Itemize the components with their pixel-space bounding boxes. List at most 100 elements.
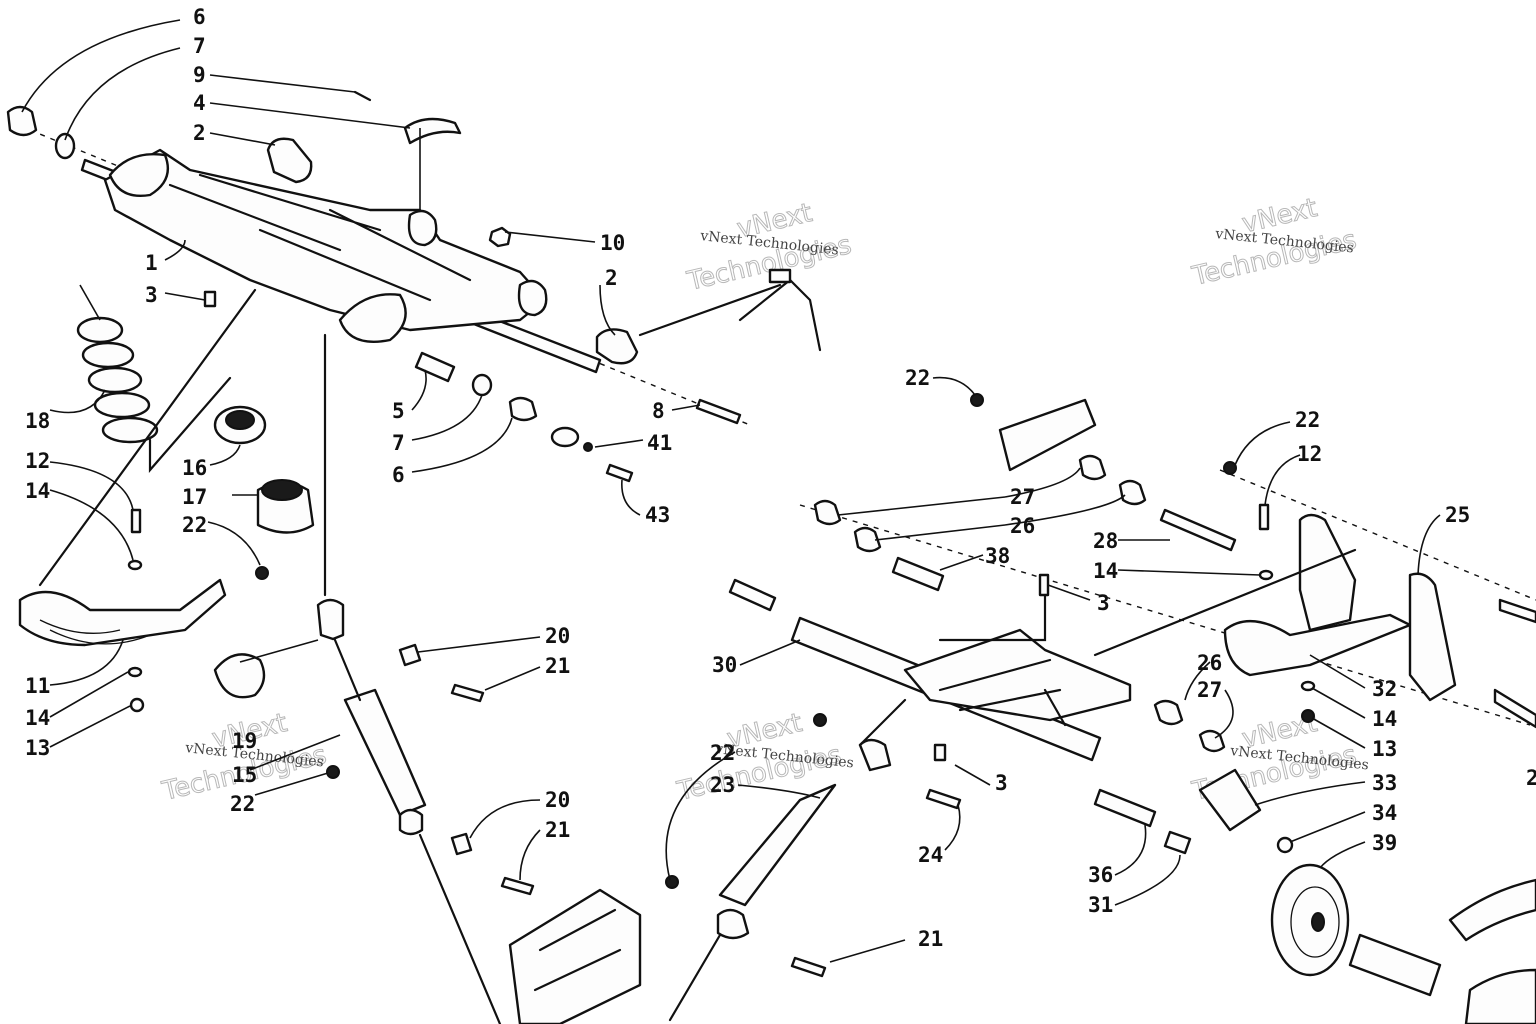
callout-3: 3	[145, 283, 158, 307]
bolt-3c	[933, 743, 947, 762]
nut-22a	[255, 566, 269, 580]
bushing-26-top	[1118, 479, 1147, 506]
arrow-to-ski-arm	[38, 288, 257, 587]
left-shock-assembly	[18, 316, 535, 896]
callout-23: 23	[710, 773, 735, 797]
arrow-to-bracket	[638, 283, 782, 337]
upper-mount	[407, 209, 438, 247]
callout-28: 28	[1093, 529, 1118, 553]
wheel-39	[1270, 863, 1350, 977]
tube-30-end	[728, 578, 777, 612]
arrow-to-lower-mount-b	[668, 933, 722, 1022]
callout-9: 9	[193, 63, 206, 87]
shock-rod	[333, 638, 362, 702]
front-arm-assembly	[6, 90, 822, 483]
callout-38: 38	[985, 544, 1010, 568]
shock-body-15	[343, 688, 427, 817]
bolt-21b	[500, 876, 535, 896]
mount-plate-top	[998, 398, 1097, 472]
callout-14: 14	[1372, 707, 1397, 731]
nut-22b	[326, 765, 340, 779]
callout-22: 22	[182, 513, 207, 537]
center-flange	[338, 293, 407, 343]
callout-26: 26	[1010, 514, 1035, 538]
nut-22c	[970, 393, 984, 407]
callout-30: 30	[712, 653, 737, 677]
arrow-to-lower-mount	[418, 833, 502, 1024]
callout-31: 31	[1088, 893, 1113, 917]
callout-20: 20	[545, 788, 570, 812]
callout-8: 8	[652, 399, 665, 423]
bracket-line-b	[938, 593, 1047, 642]
callout-14: 14	[25, 479, 50, 503]
nut-34	[1276, 836, 1294, 854]
callout-21: 21	[918, 927, 943, 951]
leader-lines	[21, 19, 1441, 1024]
a-arm-struts	[168, 173, 472, 302]
callout-19: 19	[232, 729, 257, 753]
callout-26: 26	[1197, 651, 1222, 675]
callout-10: 10	[600, 231, 625, 255]
bracket-tab	[768, 268, 792, 284]
arm-32	[1223, 613, 1412, 677]
spring-seat-17	[256, 479, 315, 534]
shaft-28	[1159, 508, 1237, 552]
callout-labels: 6 7 9 4 2 10 2 1 3 18 5 7 6 8 41 43 16 1…	[25, 5, 1536, 951]
callout-2: 2	[605, 266, 618, 290]
bushing-20b	[450, 832, 473, 856]
bolt-24	[925, 788, 962, 810]
shock-bottom-eye	[398, 808, 424, 836]
washer-14c	[1258, 569, 1274, 581]
callout-15: 15	[232, 763, 257, 787]
plate-33	[1198, 768, 1262, 832]
callout-6: 6	[193, 5, 206, 29]
grease-fitting-9	[353, 90, 372, 102]
callout-21: 21	[545, 818, 570, 842]
nut-22f	[665, 875, 679, 889]
arm-32-upright	[1298, 513, 1357, 632]
spring-nut-16	[213, 405, 267, 445]
callout-3: 3	[1097, 591, 1110, 615]
bolt-12b	[1258, 503, 1270, 531]
callout-34: 34	[1372, 801, 1397, 825]
coil-spring-18	[76, 316, 159, 444]
bolt-12a	[130, 508, 142, 534]
nut-10	[488, 226, 512, 248]
callout-39: 39	[1372, 831, 1397, 855]
rear-a-arm-struts	[938, 658, 1067, 727]
washer-7	[54, 132, 76, 160]
clamp-4	[403, 117, 462, 145]
spring-right	[1464, 968, 1536, 1024]
callout-32: 32	[1372, 677, 1397, 701]
shock-body-23	[718, 783, 837, 907]
callout-22: 22	[1295, 408, 1320, 432]
cap-6-lower	[508, 396, 538, 422]
washer-14d	[1300, 680, 1316, 692]
ski-arm-detail	[39, 619, 151, 645]
callout-27: 27	[1197, 678, 1222, 702]
callout-22: 22	[905, 366, 930, 390]
callout-13: 13	[25, 736, 50, 760]
callout-22: 22	[230, 792, 255, 816]
bolt-21a	[450, 683, 485, 703]
right-arm-curve	[1448, 878, 1536, 942]
sleeve-38	[891, 556, 945, 592]
shaft-right-edge-2	[1493, 688, 1536, 729]
callout-2-edge: 2	[1526, 766, 1536, 790]
rear-axis-line-2	[1219, 469, 1536, 601]
arm-25-link	[1408, 572, 1457, 702]
callout-18: 18	[25, 409, 50, 433]
bolt-3	[203, 290, 217, 308]
bushing-26a	[853, 526, 882, 553]
bolt-8	[695, 398, 742, 425]
washer-14a	[127, 559, 143, 571]
right-mount	[517, 279, 548, 317]
rear-arm-assembly	[508, 393, 1536, 1024]
sleeve-5	[414, 351, 456, 383]
nut-22d	[1223, 461, 1237, 475]
washer-41	[550, 426, 580, 448]
callout-5: 5	[392, 399, 405, 423]
shock-top-eye-b	[858, 738, 892, 772]
bushing-2-upper	[266, 137, 313, 184]
callout-25: 25	[1445, 503, 1470, 527]
